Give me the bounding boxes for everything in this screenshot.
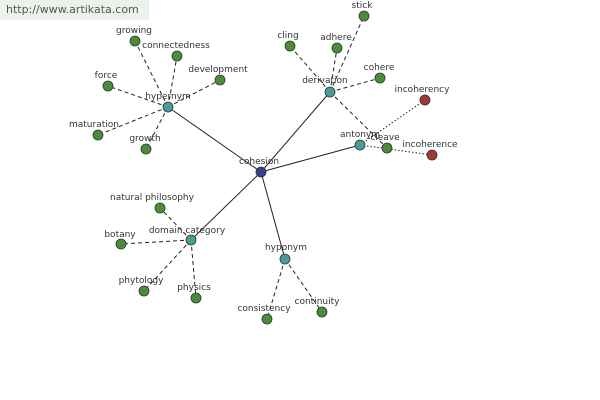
center-cohesion-node[interactable]: [255, 166, 267, 178]
edge-hypernym-connectedness: [167, 55, 178, 108]
term-force-label[interactable]: force: [95, 71, 118, 81]
edge-cohesion-hypernym: [167, 106, 262, 173]
term-connectedness-node[interactable]: [171, 50, 183, 62]
edge-cohesion-antonym: [260, 144, 361, 173]
term-continuity-label[interactable]: continuity: [295, 297, 341, 307]
term-cleave-label[interactable]: cleave: [370, 133, 400, 143]
term-natural-philosophy-node[interactable]: [154, 202, 166, 214]
edge-cohesion-derivation: [260, 91, 331, 173]
edge-cohesion-domain-category: [190, 171, 262, 241]
edge-derivation-cling: [289, 45, 331, 93]
edge-hyponym-consistency: [266, 258, 286, 320]
term-growing-node[interactable]: [129, 35, 141, 47]
edge-cohesion-hyponym: [260, 171, 286, 260]
relation-antonym-label[interactable]: antonym: [340, 130, 380, 140]
term-incoherence-label[interactable]: incoherence: [402, 140, 458, 150]
term-development-label[interactable]: development: [188, 65, 248, 75]
term-physics-label[interactable]: physics: [177, 283, 211, 293]
term-cohere-label[interactable]: cohere: [364, 63, 395, 73]
term-incoherency-node[interactable]: [419, 94, 431, 106]
relation-hypernym-label[interactable]: hypernym: [145, 92, 191, 102]
term-maturation-label[interactable]: maturation: [69, 120, 119, 130]
edge-derivation-cleave: [329, 91, 388, 149]
term-phytology-label[interactable]: phytology: [119, 276, 164, 286]
center-cohesion-label[interactable]: cohesion: [239, 157, 279, 167]
relation-hypernym-node[interactable]: [162, 101, 174, 113]
term-maturation-node[interactable]: [92, 129, 104, 141]
relation-derivation-node[interactable]: [324, 86, 336, 98]
term-cleave-node[interactable]: [381, 142, 393, 154]
relation-hyponym-label[interactable]: hyponym: [265, 243, 307, 253]
term-connectedness-label[interactable]: connectedness: [142, 41, 210, 51]
term-botany-node[interactable]: [115, 238, 127, 250]
term-force-node[interactable]: [102, 80, 114, 92]
term-growth-node[interactable]: [140, 143, 152, 155]
term-consistency-label[interactable]: consistency: [237, 304, 291, 314]
term-growth-label[interactable]: growth: [129, 134, 160, 144]
edge-domain-category-natural-philosophy: [159, 207, 192, 241]
term-growing-label[interactable]: growing: [116, 26, 152, 36]
relation-domain-category-node[interactable]: [185, 234, 197, 246]
term-development-node[interactable]: [214, 74, 226, 86]
relation-antonym-node[interactable]: [354, 139, 366, 151]
edge-domain-category-botany: [120, 239, 192, 245]
term-stick-node[interactable]: [358, 10, 370, 22]
term-physics-node[interactable]: [190, 292, 202, 304]
edge-derivation-cohere: [329, 77, 381, 93]
edge-domain-category-phytology: [143, 239, 192, 292]
edge-antonym-incoherence: [359, 144, 433, 156]
term-cling-node[interactable]: [284, 40, 296, 52]
term-cohere-node[interactable]: [374, 72, 386, 84]
edge-hyponym-continuity: [284, 258, 323, 313]
term-phytology-node[interactable]: [138, 285, 150, 297]
edge-domain-category-physics: [190, 239, 197, 299]
term-stick-label[interactable]: stick: [352, 1, 374, 11]
term-incoherency-label[interactable]: incoherency: [395, 85, 451, 95]
term-botany-label[interactable]: botany: [104, 230, 136, 240]
term-cling-label[interactable]: cling: [277, 31, 298, 41]
relation-derivation-label[interactable]: derivation: [302, 76, 348, 86]
edge-derivation-adhere: [329, 47, 338, 93]
term-adhere-node[interactable]: [331, 42, 343, 54]
edge-hypernym-growth: [145, 106, 169, 150]
edge-hypernym-force: [107, 85, 169, 108]
term-natural-philosophy-label[interactable]: natural philosophy: [110, 193, 195, 203]
edge-antonym-incoherency: [359, 99, 426, 146]
edge-hypernym-maturation: [97, 106, 169, 136]
relation-domain-category-label[interactable]: domain category: [149, 226, 226, 236]
source-url[interactable]: http://www.artikata.com: [0, 0, 149, 20]
term-continuity-node[interactable]: [316, 306, 328, 318]
term-incoherence-node[interactable]: [426, 149, 438, 161]
edge-hypernym-development: [167, 79, 221, 108]
relation-hyponym-node[interactable]: [279, 253, 291, 265]
edge-hypernym-growing: [134, 40, 169, 108]
term-consistency-node[interactable]: [261, 313, 273, 325]
term-adhere-label[interactable]: adhere: [320, 33, 352, 43]
